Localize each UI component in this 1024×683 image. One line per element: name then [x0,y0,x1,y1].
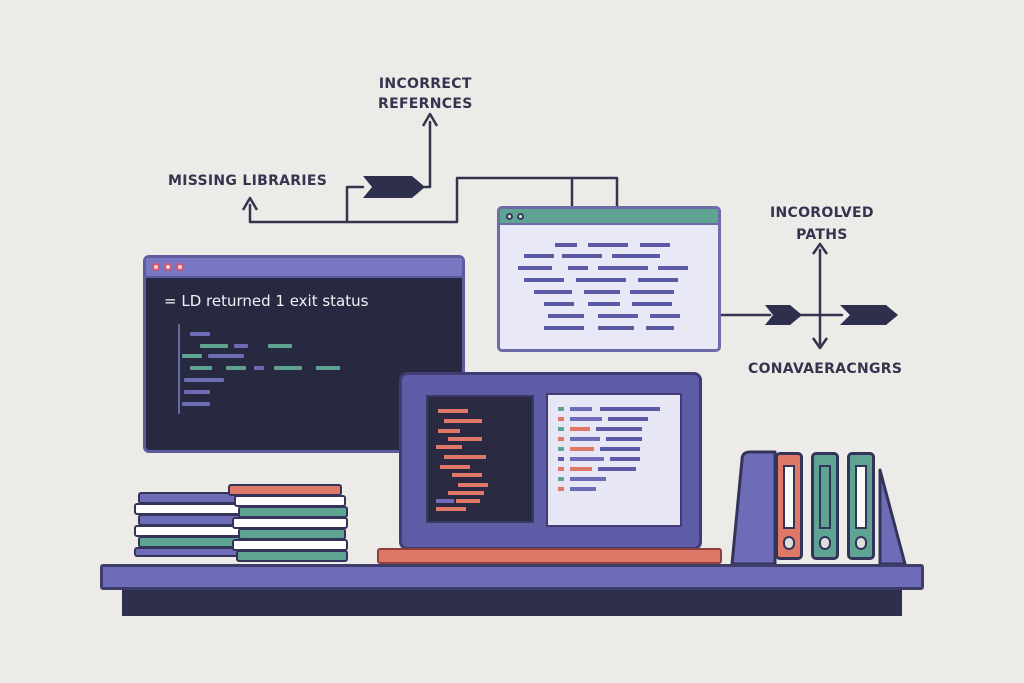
code-line [234,344,248,348]
label-unresolved-line2: PATHS [796,227,848,243]
connector-missing-libraries [248,176,619,224]
code-line [254,366,264,370]
binder-ring-icon [783,536,795,550]
code-line [226,366,246,370]
code-line [316,366,340,370]
binder-label [855,465,867,529]
binder-label [783,465,795,529]
chevron-arrow-icon [363,176,425,198]
code-line [190,366,212,370]
label-incorrect-references: INCORRECT REFERNCES [378,74,473,114]
editor-titlebar [500,209,718,225]
window-control-dot-icon [152,263,160,271]
code-line [184,390,210,394]
window-control-dot-icon [164,263,172,271]
editor-code-lines [518,243,688,330]
desk-shelf [100,564,924,590]
laptop-base [377,548,722,564]
code-line [268,344,292,348]
code-line [184,378,224,382]
label-incorrect-line1: INCORRECT [378,76,472,92]
laptop-code-pane [426,395,534,523]
code-line [274,366,302,370]
book [236,550,348,562]
code-line [200,344,228,348]
terminal-error-text: = LD returned 1 exit status [164,292,369,310]
window-control-dot-icon [517,212,524,220]
desk-shelf-shadow [122,590,902,616]
binder-ring-icon [855,536,867,550]
label-conv: CONAVAERACNGRS [748,361,903,377]
code-line [182,354,202,358]
arrow-up-icon [811,242,829,255]
chevron-arrow-icon [840,305,898,325]
window-control-dot-icon [176,263,184,271]
binder [847,452,875,560]
arrow-down-icon [811,337,829,350]
editor-window [497,206,721,352]
chevron-arrow-icon [765,305,802,325]
code-line [190,332,210,336]
label-missing-libraries: MISSING LIBRARIES [168,173,328,189]
laptop-code-lines [436,409,488,511]
code-gutter [178,324,180,414]
label-unresolved-paths: INCOROLVED PATHS [770,202,874,246]
binder-ring-icon [819,536,831,550]
window-control-dot-icon [506,212,513,220]
code-line [208,354,244,358]
binder [811,452,839,560]
label-incorrect-line2: REFERNCES [378,96,473,112]
connector-branch [345,185,365,224]
binder-label [819,465,831,529]
binder [775,452,803,560]
label-unresolved-line1: INCOROLVED [770,205,874,221]
terminal-window: = LD returned 1 exit status [143,255,465,453]
laptop [399,372,702,550]
code-line [182,402,210,406]
laptop-editor-lines [558,407,660,491]
laptop-editor-pane [546,393,682,527]
terminal-titlebar [146,258,462,278]
arrow-up-icon [241,196,259,211]
arrow-up-icon [421,112,439,127]
